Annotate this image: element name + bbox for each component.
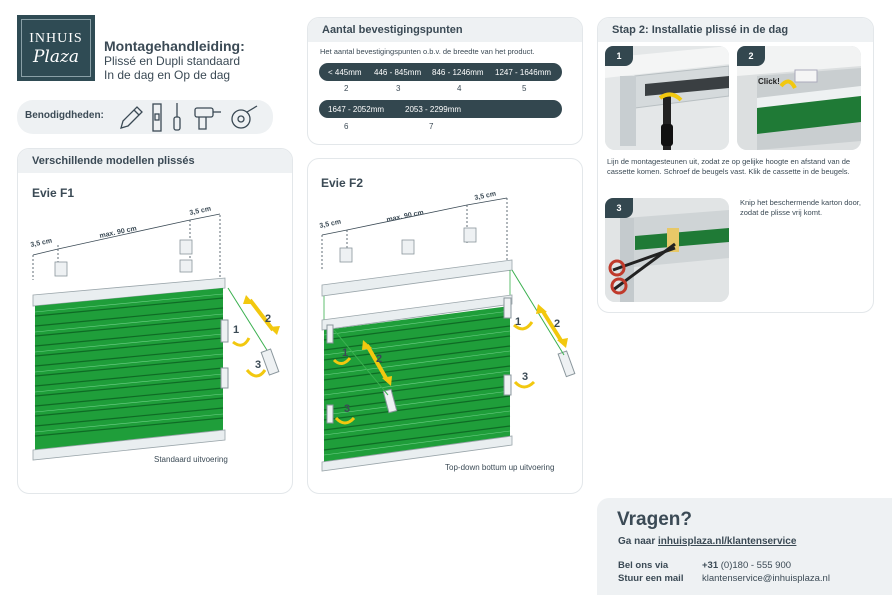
f1-handle [220, 319, 229, 343]
f2-dim-left: 3,5 cm [319, 219, 342, 230]
title-block: Montagehandleiding: Plissé en Dupli stan… [104, 38, 245, 82]
f2-arrow-left-2 [365, 344, 389, 381]
f1-dim-mid: max. 90 cm [99, 225, 137, 240]
f2-detached-handle-left [382, 388, 398, 414]
f2-arrow-right-2 [540, 308, 564, 344]
range-5: 1647 - 2052mm [328, 104, 385, 114]
call-value[interactable]: +31 (0)180 - 555 900 [702, 560, 791, 571]
f2-caption: Top-down bottum up uitvoering [445, 463, 555, 472]
level-icon [152, 103, 162, 132]
f1-dim-left: 3,5 cm [30, 238, 53, 249]
goto-prefix: Ga naar [618, 536, 656, 547]
service-link[interactable]: inhuisplaza.nl/klantenservice [658, 536, 797, 547]
f2-arrow-left-1 [332, 357, 352, 365]
mount-points-card: Aantal bevestigingspunten [307, 17, 583, 145]
f1-detached-handle [260, 348, 280, 376]
f2-headrail [321, 259, 513, 297]
mount-points-intro: Het aantal bevestigingspunten o.b.v. de … [320, 47, 535, 56]
range-6: 2053 - 2299mm [405, 104, 462, 114]
step2-badge-2: 2 [737, 46, 765, 66]
range-2: 446 - 845mm [374, 67, 422, 77]
count-5: 6 [344, 122, 349, 131]
tools-icons [120, 103, 258, 132]
mount-points-row1: < 445mm 446 - 845mm 846 - 1246mm 1247 - … [319, 63, 562, 81]
f2-handle-right-bottom [503, 374, 512, 396]
f2-step-left-1: 1 [342, 347, 348, 359]
page-subtitle-1: Plissé en Dupli standaard [104, 54, 241, 68]
logo-text-inhuis: INHUIS [29, 31, 83, 46]
mount-points-row2: 1647 - 2052mm 2053 - 2299mm [319, 100, 562, 118]
step2-text-3: Knip het beschermende karton door, zodat… [740, 198, 861, 217]
drill-icon [194, 107, 221, 130]
mount-points-header: Aantal bevestigingspunten [308, 18, 582, 42]
mail-label: Stuur een mail [618, 573, 684, 584]
range-3: 846 - 1246mm [432, 67, 484, 77]
f2-step-left-2: 2 [376, 353, 382, 365]
page-subtitle-2: In de dag en Op de dag [104, 68, 231, 82]
tape-measure-icon [231, 105, 258, 129]
count-4: 5 [522, 84, 527, 93]
f1-dim-right: 3,5 cm [189, 206, 212, 217]
page-title: Montagehandleiding: [104, 38, 245, 54]
f1-arrow-3 [245, 368, 267, 378]
count-2: 3 [396, 84, 401, 93]
call-number: (0)180 - 555 900 [720, 560, 792, 571]
f2-step-right-1: 1 [515, 316, 521, 328]
models-header: Verschillende modellen plissés [18, 149, 292, 173]
f2-step-left-3: 3 [344, 403, 350, 415]
f1-step-3: 3 [255, 359, 261, 371]
f1-arrow-2 [248, 298, 275, 332]
range-4: 1247 - 1646mm [495, 67, 552, 77]
f2-handle-left-top [326, 324, 334, 344]
step2-badge-1: 1 [605, 46, 633, 66]
model-f2-drawing: 3,5 cm max. 90 cm 3,5 cm 1 2 3 1 2 3 [319, 191, 576, 472]
f2-arrow-right-3 [513, 380, 536, 389]
f2-step-right-3: 3 [522, 371, 528, 383]
f1-handle-lower [220, 367, 229, 389]
f2-step-right-2: 2 [554, 318, 560, 330]
step2-header: Stap 2: Installatie plissé in de dag [598, 18, 873, 42]
brand-logo: INHUIS Plaza [17, 15, 95, 81]
f2-handle-left-bottom [326, 404, 334, 424]
questions-title: Vragen? [617, 509, 692, 530]
f2-handle-right-top [503, 297, 512, 319]
f2-middle-rail [321, 294, 513, 331]
f1-headrail [32, 277, 226, 307]
model-f1-name: Evie F1 [32, 186, 75, 200]
call-label: Bel ons via [618, 560, 669, 571]
model-f1-drawing: 3,5 cm max. 90 cm 3,5 cm 1 2 3 [30, 206, 280, 461]
f1-caption: Standaard uitvoering [154, 455, 228, 464]
click-label: Click! [758, 77, 780, 86]
f1-arrow-1 [232, 337, 251, 347]
f2-bottom-rail [321, 435, 513, 472]
call-country-code: +31 [702, 560, 719, 571]
f2-dim-right: 3,5 cm [474, 191, 497, 202]
count-3: 4 [457, 84, 462, 93]
f2-detached-handle-right [557, 350, 576, 378]
step2-badge-3: 3 [605, 198, 633, 218]
f1-step-2: 2 [265, 313, 271, 325]
range-1: < 445mm [328, 67, 362, 77]
tools-bar [17, 100, 273, 134]
model-f2-name: Evie F2 [321, 176, 364, 190]
f2-arrow-left-3 [334, 416, 356, 425]
f1-bottom-rail [32, 429, 226, 461]
tools-label: Benodigdheden: [25, 110, 104, 121]
step2-text-1: Lijn de montagesteunen uit, zodat ze op … [607, 157, 851, 176]
f2-dim-mid: max. 90 cm [386, 209, 424, 224]
f1-pleats [34, 288, 224, 450]
questions-panel [597, 498, 892, 595]
count-1: 2 [344, 84, 349, 93]
f2-arrow-right-1 [512, 321, 534, 331]
questions-goto: Ga naar inhuisplaza.nl/klantenservice [618, 536, 796, 547]
logo-text-plaza: Plaza [32, 47, 80, 67]
f1-step-1: 1 [233, 324, 239, 336]
count-6: 7 [429, 122, 434, 131]
pencil-icon [120, 106, 143, 129]
mail-value[interactable]: klantenservice@inhuisplaza.nl [702, 573, 830, 584]
screwdriver-icon [173, 103, 181, 131]
